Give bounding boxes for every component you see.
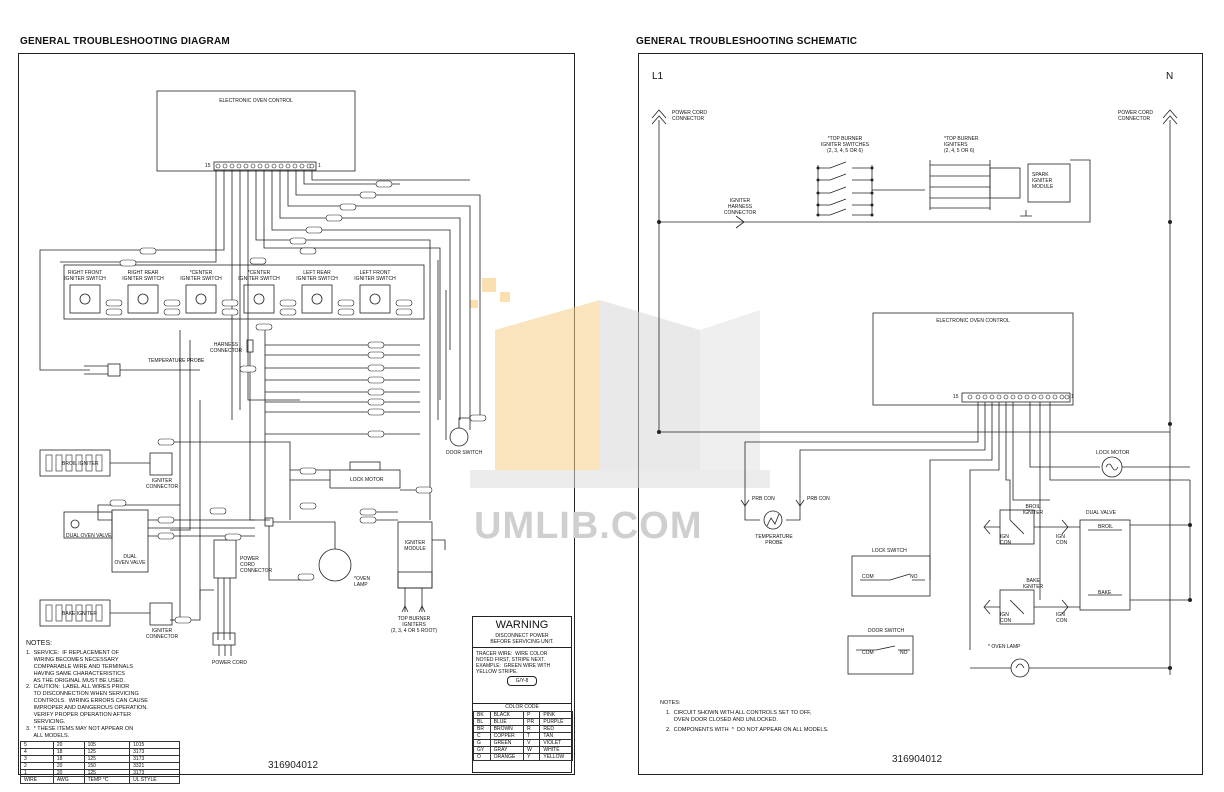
schem-igniter-harness: IGNITER HARNESS CONNECTOR xyxy=(723,198,757,216)
diagram-top-burner-igniters: TOP BURNER IGNITERS (2, 3, 4 OR 5 ROOT) xyxy=(390,616,438,634)
diagram-igniter-module: IGNITER MODULE xyxy=(404,540,426,552)
schem-top-burner-switches: *TOP BURNER IGNITER SWITCHES (2, 3, 4, 5… xyxy=(820,136,870,154)
diagram-doc-number: 316904012 xyxy=(268,760,319,771)
diagram-pin-left: 15 xyxy=(205,163,211,169)
diagram-heading: GENERAL TROUBLESHOOTING DIAGRAM xyxy=(20,36,230,47)
schem-note-2: 2. COMPONENTS WITH * DO NOT APPEAR ON AL… xyxy=(666,727,829,733)
diagram-control-title: ELECTRONIC OVEN CONTROL xyxy=(219,98,293,104)
diagram-note-1: 1. SERVICE: IF REPLACEMENT OF WIRING BEC… xyxy=(26,650,134,684)
schem-temperature-probe: TEMPERATURE PROBE xyxy=(755,534,793,546)
schem-ign-con-1: IGN CON xyxy=(1000,534,1012,546)
schem-pin-left: 15 xyxy=(953,394,959,400)
diagram-broil-igniter: BROIL IGNITER xyxy=(62,461,99,467)
schem-door-no: NO xyxy=(900,650,908,656)
schem-dual-valve: DUAL VALVE xyxy=(1086,510,1116,516)
switch-center-1: *CENTER IGNITER SWITCH xyxy=(180,270,222,282)
warning-box: WARNING DISCONNECT POWER BEFORE SERVICIN… xyxy=(472,616,573,773)
tracer-text: TRACER WIRE: WIRE COLOR NOTED FIRST, STR… xyxy=(476,651,551,675)
schem-lock-motor: LOCK MOTOR xyxy=(1096,450,1130,456)
diagram-harness-connector: HARNESS CONNECTOR xyxy=(209,342,243,354)
diagram-power-cord: POWER CORD xyxy=(212,660,247,666)
schem-bake-igniter: BAKE IGNITER xyxy=(1022,578,1044,590)
n-label: N xyxy=(1166,71,1174,82)
warning-text: DISCONNECT POWER BEFORE SERVICING UNIT. xyxy=(490,633,554,645)
schem-control-title: ELECTRONIC OVEN CONTROL xyxy=(936,318,1010,324)
schem-bake: BAKE xyxy=(1098,590,1112,596)
schem-pin-right: 1 xyxy=(1071,394,1074,400)
schem-door-com: COM xyxy=(862,650,874,656)
schem-ign-con-4: IGN CON xyxy=(1056,612,1068,624)
schem-spark-module: SPARK IGNITER MODULE xyxy=(1032,172,1054,190)
diagram-temperature-probe: TEMPERATURE PROBE xyxy=(148,358,205,364)
watermark-text: UMLIB.COM xyxy=(474,505,703,547)
schem-power-cord-left: POWER CORD CONNECTOR xyxy=(672,110,707,122)
table-header: UL STYLE xyxy=(129,776,180,784)
schem-oven-lamp: * OVEN LAMP xyxy=(988,644,1021,650)
schem-broil-igniter: BROIL IGNITER xyxy=(1022,504,1044,516)
table-cell: Y xyxy=(523,753,541,761)
tracer-example: G/Y-8 xyxy=(507,676,537,686)
table-header: WIRE xyxy=(20,776,54,784)
diagram-dual-oven-valve: DUAL OVEN VALVE xyxy=(66,533,112,539)
diagram-pin-right: 1 xyxy=(318,163,321,169)
schematic-heading: GENERAL TROUBLESHOOTING SCHEMATIC xyxy=(636,36,858,47)
schem-ign-con-2: IGN CON xyxy=(1056,534,1068,546)
schem-prb-con-right: PRB CON xyxy=(807,496,830,502)
schem-lock-no: NO xyxy=(910,574,918,580)
diagram-bake-igniter: BAKE IGNITER xyxy=(62,611,98,617)
l1-label: L1 xyxy=(652,71,664,82)
switch-center-2: *CENTER IGNITER SWITCH xyxy=(238,270,280,282)
diagram-note-3: 3. * THESE ITEMS MAY NOT APPEAR ON ALL M… xyxy=(26,726,134,739)
schem-power-cord-right: POWER CORD CONNECTOR xyxy=(1118,110,1153,122)
schem-broil: BROIL xyxy=(1098,524,1114,530)
schem-lock-switch: LOCK SWITCH xyxy=(872,548,907,554)
diagram-igniter-connector-1: IGNITER CONNECTOR xyxy=(145,478,179,490)
schem-door-switch: DOOR SWITCH xyxy=(868,628,905,634)
diagram-igniter-connector-2: IGNITER CONNECTOR xyxy=(145,628,179,640)
switch-right-front: RIGHT FRONT IGNITER SWITCH xyxy=(64,270,106,282)
diagram-door-switch: DOOR SWITCH xyxy=(446,450,483,456)
schem-top-burner-igniters: *TOP BURNER IGNITERS (2, 4, 5 OR 6) xyxy=(944,136,979,154)
schem-notes-title: NOTES: xyxy=(660,700,681,706)
schem-doc-number: 316904012 xyxy=(892,754,943,765)
warning-title: WARNING xyxy=(495,619,549,631)
color-code-title: COLOR CODE xyxy=(505,704,539,710)
switch-left-rear: LEFT REAR IGNITER SWITCH xyxy=(296,270,338,282)
diagram-notes-title: NOTES: xyxy=(26,640,53,647)
table-cell: YELLOW xyxy=(539,753,573,761)
diagram-oven-lamp: *OVEN LAMP xyxy=(354,576,371,588)
diagram-dual-oven-valve-2: DUAL OVEN VALVE xyxy=(114,554,146,566)
schem-prb-con-left: PRB CON xyxy=(752,496,775,502)
diagram-lock-motor: LOCK MOTOR xyxy=(350,477,384,483)
schem-lock-com: COM xyxy=(862,574,874,580)
table-header: AWG xyxy=(52,776,85,784)
switch-left-front: LEFT FRONT IGNITER SWITCH xyxy=(354,270,396,282)
switch-right-rear: RIGHT REAR IGNITER SWITCH xyxy=(122,270,164,282)
diagram-note-2: 2. CAUTION: LABEL ALL WIRES PRIOR TO DIS… xyxy=(26,684,148,725)
schem-ign-con-3: IGN CON xyxy=(1000,612,1012,624)
schem-note-1: 1. CIRCUIT SHOWN WITH ALL CONTROLS SET T… xyxy=(666,710,812,723)
diagram-power-cord-connector: POWER CORD CONNECTOR xyxy=(240,556,273,574)
